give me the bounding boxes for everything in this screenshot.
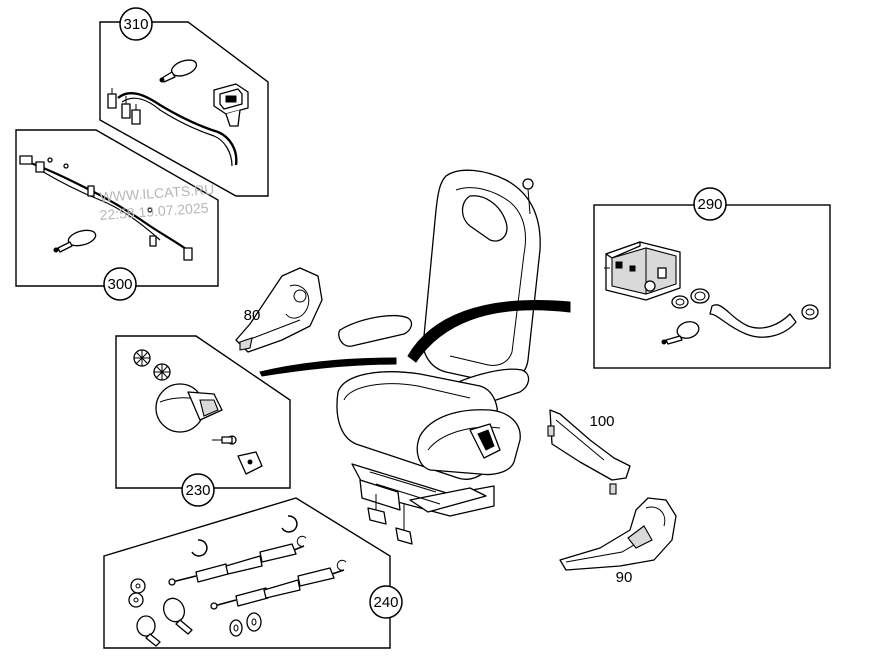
watermark-timestamp: 22:58 19.07.2025 [99,199,209,223]
group-310-harness-kit: 310 [99,7,269,197]
group-230-knob-kit: 230 [115,335,291,507]
star-washer-230a [133,349,151,367]
callout-bubble-310 [119,7,153,41]
retaining-ring-240a [281,515,298,533]
callout-80: 80 [244,307,261,324]
star-washer-240c [229,619,243,637]
part-100-side-trim: 100 [547,409,631,495]
seat-foot-right [395,527,413,545]
star-washer-230b [153,363,171,381]
assembly-arrows [259,299,571,377]
watermark: WWW.ILCATS.RU 22:58 19.07.2025 [99,181,215,223]
knob-230 [155,383,223,433]
group-300-wiring-harness: 300 [15,129,219,301]
callout-240: 240 [373,594,398,611]
seat-foot-left [367,507,387,525]
cable-tie-290 [661,321,700,345]
group-240-gas-spring-kit: 240 [103,497,403,649]
group-230-frame [115,335,291,489]
callout-bubble-300 [103,267,137,301]
part-80-side-cover: 80 [235,267,323,353]
gas-spring-240a [168,535,307,586]
gas-spring-240b [210,559,347,610]
group-300-frame [15,129,219,287]
cable-tie-240a [162,597,193,635]
seat-headrest-recess [461,195,508,242]
retaining-ring-240b [191,539,208,557]
cable-tie-310 [159,59,198,83]
cable-tie-300 [53,229,97,253]
clip-230 [237,451,263,475]
part-90-adjustment-trim: 90 [559,497,677,586]
callout-bubble-230 [181,473,215,507]
group-310-frame [99,21,269,197]
group-290-switch-kit: 290 [593,187,831,369]
watermark-site: WWW.ILCATS.RU [99,181,215,205]
hose-clamp-290b [690,288,710,304]
arrow-from-knob-group [259,357,397,377]
seat-cushion-side [416,409,521,476]
callout-310: 310 [123,16,148,33]
callout-100: 100 [589,413,614,430]
hose-290 [709,304,797,338]
harness-300 [19,155,193,261]
harness-310 [107,83,249,167]
cable-tie-240b [136,615,161,647]
callout-300: 300 [107,276,132,293]
hose-clamp-290c [801,304,819,320]
star-washer-240d [246,612,262,632]
driver-seat-assembly [336,169,541,545]
callout-bubble-240 [369,585,403,619]
seat-armrest-left [338,315,413,347]
callout-230: 230 [185,482,210,499]
star-washer-240b [128,592,144,608]
star-washer-240a [130,578,146,594]
callout-bubble-290 [693,187,727,221]
callout-290: 290 [697,196,722,213]
arrow-to-backrest [407,299,571,363]
callout-90: 90 [616,569,633,586]
hose-clamp-290a [671,295,689,309]
pin-230 [212,435,237,445]
switch-block-290 [604,241,681,301]
